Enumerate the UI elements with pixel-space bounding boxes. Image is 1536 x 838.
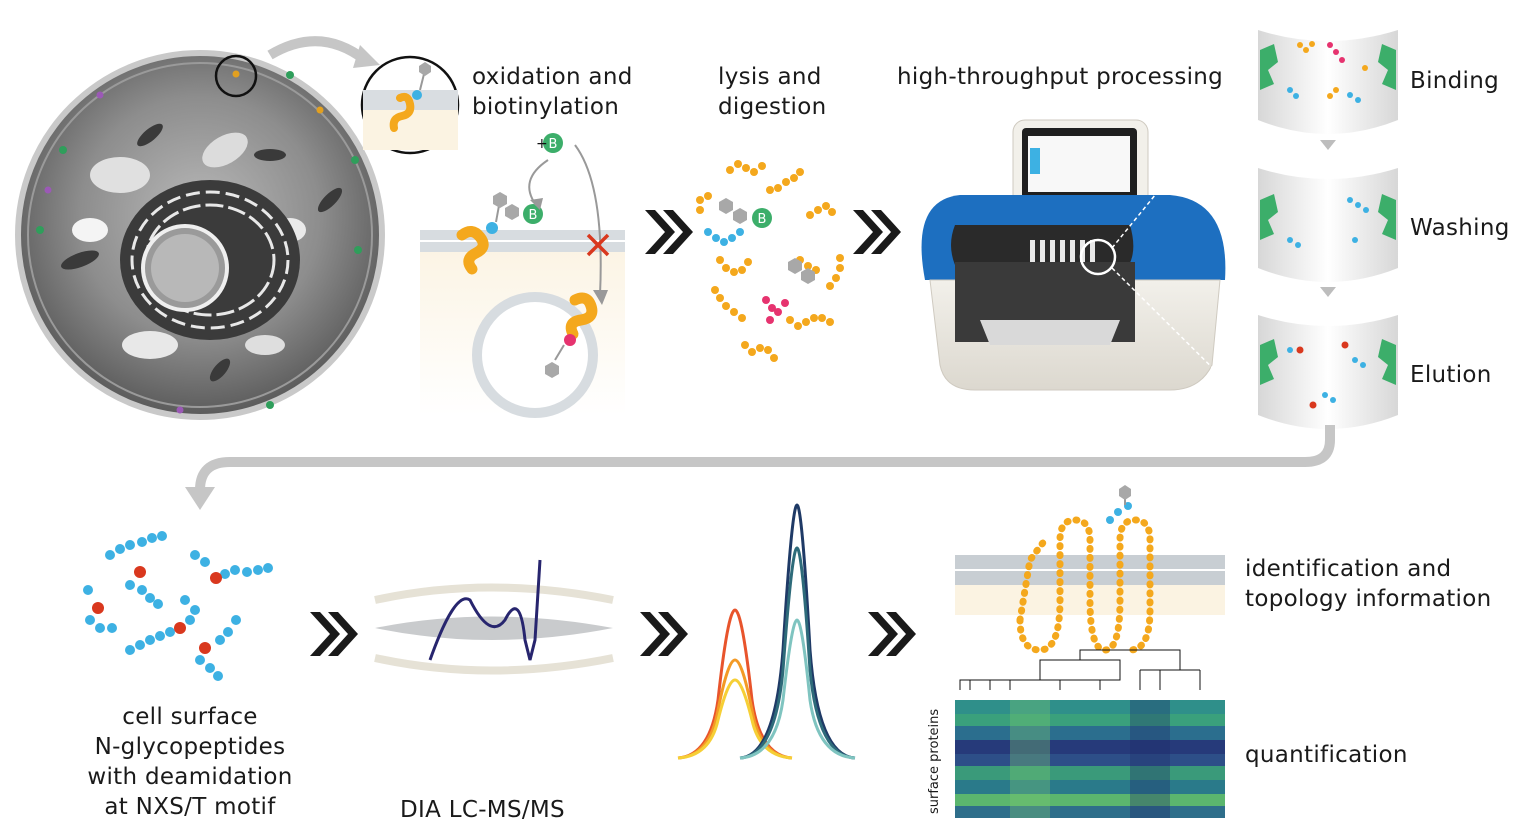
ms-instrument (374, 559, 614, 695)
binding-tube (1258, 30, 1398, 134)
chevron-1 (645, 210, 693, 254)
svg-text:B: B (549, 137, 558, 152)
binding-label: Binding (1410, 68, 1500, 94)
washing-label: Washing (1410, 215, 1510, 241)
surface-proteins-label: surface proteins (927, 708, 942, 814)
chevron-4 (640, 612, 688, 656)
chevron-5 (868, 612, 916, 656)
svg-text:B: B (529, 208, 538, 223)
identification-label: identification and topology information (1245, 556, 1492, 612)
elution-label: Elution (1410, 362, 1492, 388)
processing-label: high-throughput processing (897, 64, 1224, 90)
elution-tube (1258, 315, 1398, 429)
chromatogram (677, 503, 856, 760)
lysis-label: lysis and digestion (718, 64, 827, 120)
chevron-2 (853, 210, 901, 254)
washing-tube (1258, 168, 1398, 282)
dia-label: DIA LC-MS/MS (400, 797, 565, 823)
processing-instrument (921, 59, 1266, 421)
chevron-3 (310, 612, 358, 656)
n-glycopeptides (83, 531, 273, 681)
zoom-arrow (267, 36, 369, 65)
plus-sign: + (536, 136, 548, 152)
connector-arrow (195, 425, 1335, 491)
svg-text:B: B (758, 212, 767, 227)
digested-peptides: B (696, 160, 844, 362)
heatmap (955, 649, 1225, 818)
biotinylation-panel: B B + (420, 133, 625, 418)
zoom-membrane-circle (360, 55, 460, 155)
quantification-label: quantification (1245, 742, 1408, 768)
glycopeptides-label: cell surface N-glycopeptides with deamid… (87, 704, 293, 820)
block-x-icon (586, 233, 610, 257)
topology-membrane (955, 485, 1225, 654)
cell-illustration (15, 50, 385, 420)
oxidation-label: oxidation and biotinylation (472, 64, 633, 120)
